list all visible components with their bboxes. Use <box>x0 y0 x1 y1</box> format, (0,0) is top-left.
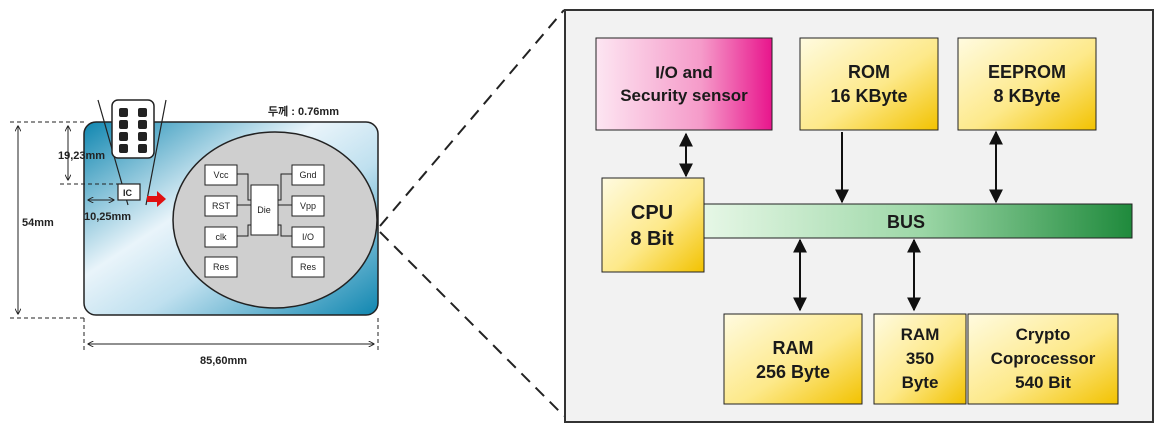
cpu-line2: 8 Bit <box>630 228 674 250</box>
ram-350-line1: RAM <box>901 325 940 344</box>
eeprom-line2: 8 KByte <box>993 86 1060 106</box>
contact-gnd: Gnd <box>299 170 316 180</box>
bus-label: BUS <box>887 212 925 232</box>
ram-350-block: RAM 350 Byte <box>873 313 967 405</box>
chip-contact-pads <box>119 108 147 153</box>
ram-256-line2: 256 Byte <box>756 362 830 382</box>
zoom-lines <box>379 9 565 417</box>
chip-module-magnified <box>111 99 155 159</box>
offset-top-label: 19,23mm <box>58 150 105 162</box>
rom-line1: ROM <box>848 62 890 82</box>
connection-arrows <box>679 130 1003 312</box>
contact-clk: clk <box>216 232 227 242</box>
eeprom-box <box>957 37 1097 131</box>
ram-256-line1: RAM <box>773 338 814 358</box>
bus-bar <box>703 203 1133 239</box>
crypto-box <box>967 313 1119 405</box>
crypto-line1: Crypto <box>1016 325 1071 344</box>
cpu-line1: CPU <box>631 202 673 224</box>
ram-256-block: RAM 256 Byte <box>723 313 863 405</box>
die-box <box>250 184 279 236</box>
contact-res-right: Res <box>300 262 317 272</box>
ram-350-box <box>873 313 967 405</box>
chip-module-label: IC <box>123 188 133 198</box>
io-security-line2: Security sensor <box>620 86 748 105</box>
height-label: 54mm <box>22 217 54 229</box>
crypto-block: Crypto Coprocessor 540 Bit <box>967 313 1119 405</box>
thickness-label: 두께 : 0.76mm <box>268 104 339 118</box>
cpu-block: CPU 8 Bit <box>601 177 705 273</box>
io-security-line1: I/O and <box>655 63 713 82</box>
contact-res-left: Res <box>213 262 230 272</box>
eeprom-line1: EEPROM <box>988 62 1066 82</box>
contacts-left: Vcc RST clk Res <box>204 164 238 278</box>
chip-module <box>117 183 141 201</box>
rom-block: ROM 16 KByte <box>799 37 939 131</box>
offset-left-dimension <box>83 196 114 208</box>
contact-vcc: Vcc <box>213 170 229 180</box>
rom-box <box>799 37 939 131</box>
ram-350-line2: 350 <box>906 349 934 368</box>
width-label: 85,60mm <box>200 355 247 367</box>
io-security-block: I/O and Security sensor <box>595 37 773 131</box>
height-dimension <box>10 121 84 319</box>
die-label: Die <box>257 205 271 215</box>
cpu-box <box>601 177 705 273</box>
crypto-line3: 540 Bit <box>1015 373 1071 392</box>
io-security-box <box>595 37 773 131</box>
smart-card: 두께 : 0.76mm IC <box>10 99 379 367</box>
bus: BUS <box>703 203 1133 239</box>
contact-vpp: Vpp <box>300 201 316 211</box>
contacts-right: Gnd Vpp I/O Res <box>291 164 325 278</box>
width-dimension <box>83 318 379 352</box>
ram-350-line3: Byte <box>902 373 939 392</box>
offset-left-label: 10,25mm <box>84 211 131 223</box>
red-arrow-icon <box>147 191 166 207</box>
crypto-line2: Coprocessor <box>991 349 1096 368</box>
contact-io: I/O <box>302 232 314 242</box>
rom-line2: 16 KByte <box>830 86 907 106</box>
offset-top-dimension <box>60 126 118 185</box>
ram-256-box <box>723 313 863 405</box>
contact-wiring <box>237 173 292 237</box>
eeprom-block: EEPROM 8 KByte <box>957 37 1097 131</box>
contact-rst: RST <box>212 201 231 211</box>
